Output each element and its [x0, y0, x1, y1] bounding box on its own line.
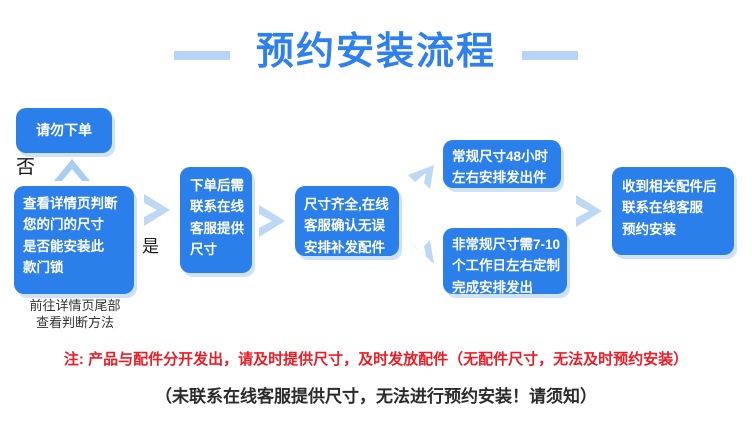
title-dash-left-icon — [173, 50, 230, 60]
chevron-right-down-icon — [404, 232, 438, 266]
chevron-right-icon-1 — [141, 192, 173, 228]
branch-label-yes: 是 — [142, 237, 159, 256]
flow-box-after-order: 下单后需 联系在线 客服提供 尺寸 — [180, 167, 252, 273]
flow-box-normal-size-line-1: 常规尺寸48小时 — [452, 149, 549, 164]
flow-box-size-complete: 尺寸齐全,在线 客服确认无误 安排补发配件 — [295, 186, 399, 256]
flow-box-custom-size-line-3: 完成安排发出 — [452, 279, 533, 295]
flow-box-custom-size-line-1: 非常规尺寸需7-10 — [452, 237, 561, 252]
flow-box-check-detail-line-2: 您的门的尺寸 — [23, 217, 104, 233]
flow-box-normal-size-line-2: 左右安排发出件 — [452, 170, 547, 186]
flow-box-size-complete-line-1: 尺寸齐全,在线 — [304, 197, 389, 212]
chevron-right-up-icon — [404, 163, 438, 197]
flow-box-custom-size: 非常规尺寸需7-10 个工作日左右定制 完成安排发出 — [443, 228, 567, 295]
flow-box-receive-parts-line-3: 预约安装 — [622, 221, 676, 237]
flow-box-check-detail-line-3: 是否能安装此 — [23, 238, 104, 254]
flow-box-after-order-line-1: 下单后需 — [190, 178, 244, 193]
flow-box-no-order-line-1: 请勿下单 — [36, 122, 92, 139]
notice-dark-text: （未联系在线客服提供尺寸，无法进行预约安装！请须知） — [155, 387, 597, 406]
flow-box-after-order-line-3: 客服提供 — [190, 220, 244, 236]
check-detail-helper-note: 前往详情页尾部 查看判断方法 — [8, 297, 142, 331]
flow-box-size-complete-line-2: 客服确认无误 — [304, 218, 385, 234]
flow-box-check-detail-line-4: 款门锁 — [23, 259, 64, 275]
flow-box-receive-parts-line-2: 联系在线客服 — [622, 200, 703, 216]
notice-red-text: 注: 产品与配件分开发出，请及时提供尺寸，及时发放配件（无配件尺寸，无法及时预约… — [63, 351, 689, 368]
chevron-up-icon — [52, 155, 92, 183]
title-dash-right-icon — [522, 50, 578, 60]
flow-box-receive-parts-line-1: 收到相关配件后 — [622, 179, 717, 194]
flow-box-after-order-line-2: 联系在线 — [190, 199, 244, 215]
check-detail-helper-note-line-1: 前往详情页尾部 — [29, 298, 121, 313]
flow-box-normal-size: 常规尺寸48小时 左右安排发出件 — [443, 140, 561, 188]
page-title: 预约安装流程 — [255, 31, 496, 73]
check-detail-helper-note-line-2: 查看判断方法 — [35, 315, 114, 331]
flow-box-after-order-line-4: 尺寸 — [190, 241, 217, 257]
page-title-row: 预约安装流程 — [0, 24, 752, 80]
flow-box-receive-parts: 收到相关配件后 联系在线客服 预约安装 — [612, 167, 734, 255]
flow-box-size-complete-line-3: 安排补发配件 — [304, 239, 385, 255]
chevron-right-icon-2 — [256, 203, 288, 239]
flow-box-no-order: 请勿下单 — [16, 108, 112, 153]
flow-box-check-detail: 查看详情页判断 您的门的尺寸 是否能安装此 款门锁 — [14, 186, 134, 294]
branch-label-no: 否 — [16, 157, 36, 178]
chevron-right-icon-3 — [573, 193, 605, 229]
flow-box-check-detail-line-1: 查看详情页判断 — [23, 196, 118, 211]
flow-box-custom-size-line-2: 个工作日左右定制 — [452, 258, 560, 274]
